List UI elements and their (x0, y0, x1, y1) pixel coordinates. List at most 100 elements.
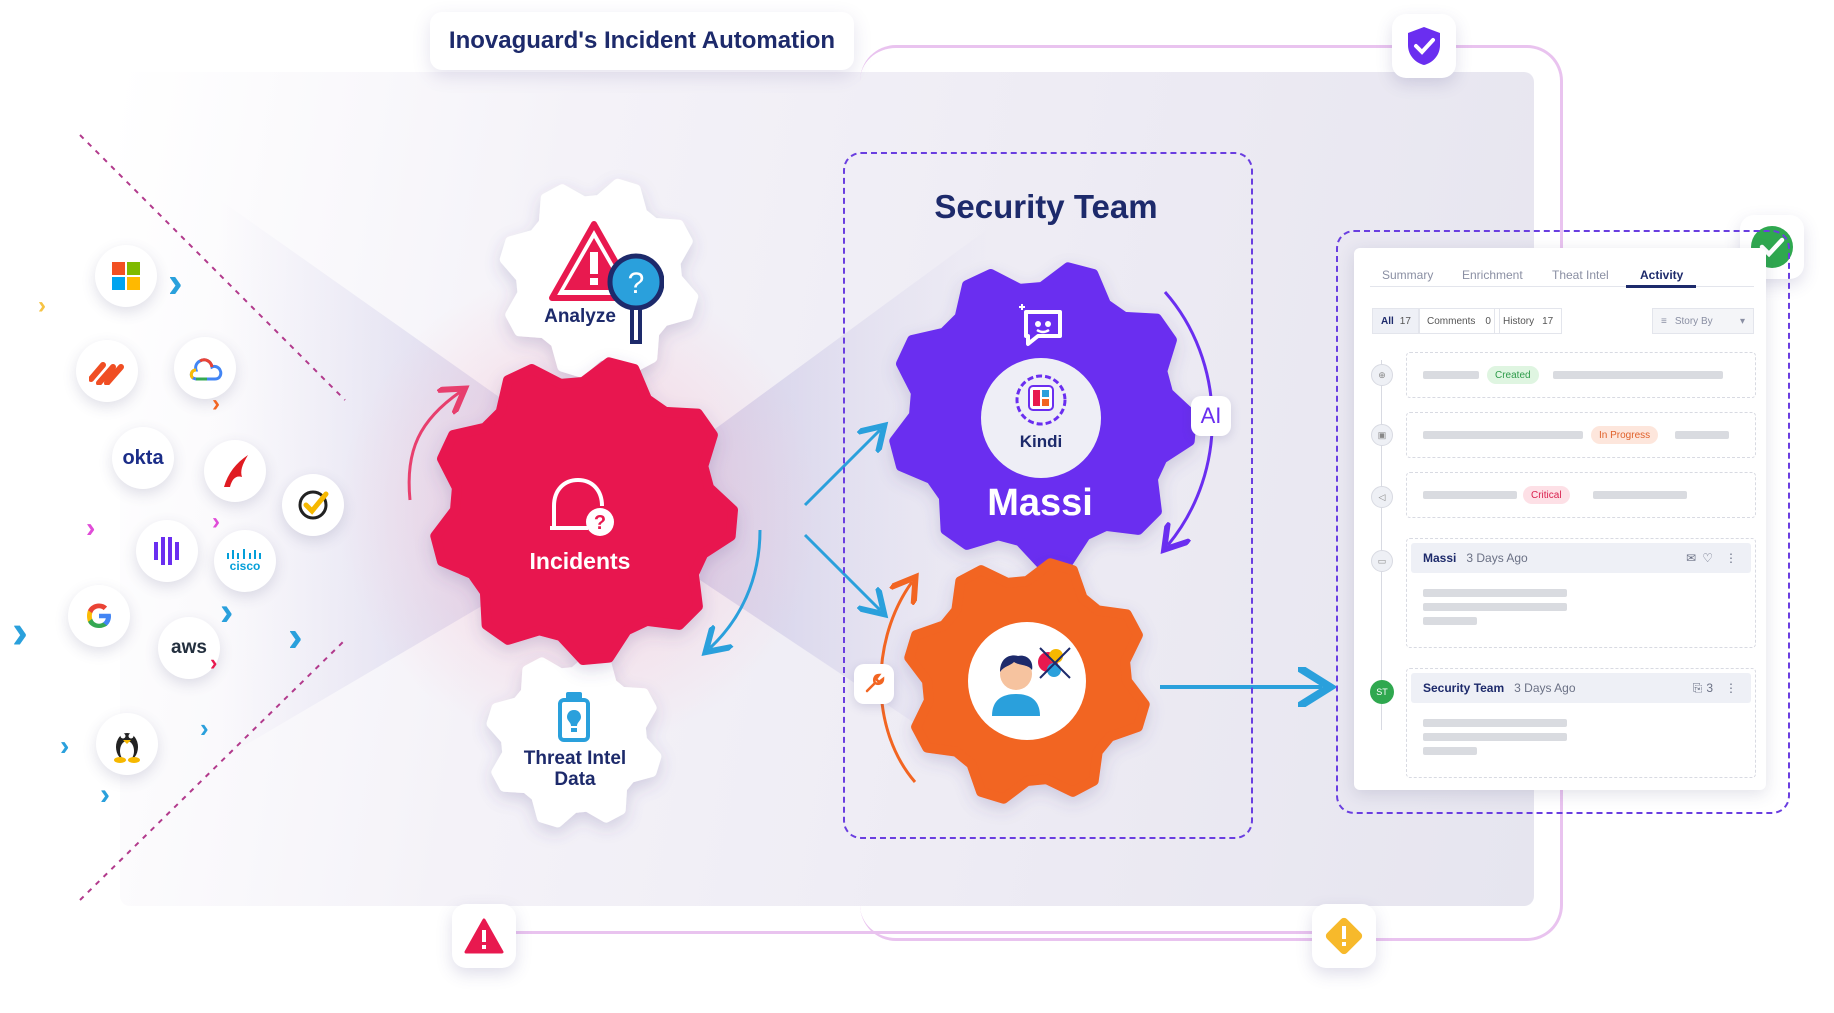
chevron-right-icon: › (210, 650, 218, 675)
analyst-avatar-icon (992, 647, 1071, 716)
threat-intel-icon (554, 690, 594, 749)
sort-label: Story By (1674, 315, 1713, 327)
chevron-right-icon: › (12, 606, 28, 659)
threat-intel-label-line1: Threat Intel (523, 748, 627, 769)
filter-comments-label: Comments (1427, 315, 1476, 327)
incidents-label: Incidents (529, 548, 631, 574)
filter-all-count: 17 (1399, 315, 1411, 327)
comment-author: Security Team (1423, 681, 1505, 695)
avatar: ST (1370, 680, 1394, 704)
tab-enrichment[interactable]: Enrichment (1462, 268, 1523, 282)
kindi-badge: Kindi (981, 358, 1101, 478)
google-cloud-logo (174, 337, 236, 399)
sort-dropdown[interactable]: ≡Story By▾ (1652, 308, 1754, 334)
comment-header: Security Team 3 Days Ago ⎘ 3 ⋮ (1411, 673, 1751, 703)
placeholder-bar (1423, 491, 1517, 499)
timeline-created-icon: ⊕ (1371, 364, 1393, 386)
chevron-right-icon: › (212, 508, 220, 535)
filter-history-count: 17 (1542, 315, 1554, 327)
timeline-line (1381, 360, 1382, 730)
wrench-icon (854, 664, 894, 704)
microsoft-logo (95, 245, 157, 307)
chevron-right-icon: › (38, 292, 46, 319)
incident-card-frame (1336, 230, 1790, 814)
svg-text:?: ? (594, 512, 606, 534)
kindi-label: Kindi (1019, 432, 1063, 451)
tab-activity[interactable]: Activity (1640, 268, 1684, 282)
chevron-right-icon: › (168, 258, 183, 307)
paloalto-logo (76, 340, 138, 402)
activity-row-critical: Critical (1406, 472, 1756, 518)
placeholder-bar (1423, 733, 1567, 741)
okta-logo: okta (112, 427, 174, 489)
incidents-gear (430, 357, 738, 665)
incident-card: Summary Enrichment Theat Intel Activity … (1354, 248, 1766, 790)
placeholder-bar (1423, 719, 1567, 727)
placeholder-bar (1423, 603, 1567, 611)
active-tab-indicator (1626, 285, 1696, 288)
placeholder-bar (1593, 491, 1687, 499)
status-badge-in-progress: In Progress (1591, 426, 1659, 444)
shield-check-icon (1392, 14, 1456, 78)
google-logo (68, 585, 130, 647)
reply-icon[interactable]: ✉ (1686, 551, 1697, 565)
analyze-label: Analyze (544, 306, 616, 327)
norton-logo (282, 474, 344, 536)
more-menu-icon[interactable]: ⋮ (1725, 681, 1737, 695)
diagram-title: Inovaguard's Incident Automation (430, 12, 854, 70)
linux-logo (96, 713, 158, 775)
chevron-right-icon: › (60, 730, 70, 761)
placeholder-bar (1675, 431, 1729, 439)
placeholder-bar (1423, 747, 1477, 755)
connector-bottom (470, 931, 1350, 934)
ai-badge: AI (1191, 396, 1231, 436)
filter-icon: ≡ (1661, 315, 1667, 327)
filter-all[interactable]: All 17 (1372, 308, 1420, 334)
status-badge-critical: Critical (1523, 486, 1570, 504)
comment-header: Massi 3 Days Ago ✉ ♡ ⋮ (1411, 543, 1751, 573)
comment-time: 3 Days Ago (1466, 551, 1528, 565)
placeholder-bar (1423, 431, 1583, 439)
chevron-right-icon: › (212, 390, 220, 417)
comment-author: Massi (1423, 551, 1457, 565)
placeholder-bar (1423, 617, 1477, 625)
placeholder-bar (1553, 371, 1723, 379)
more-menu-icon[interactable]: ⋮ (1725, 551, 1737, 565)
comment-security-team: Security Team 3 Days Ago ⎘ 3 ⋮ (1406, 668, 1756, 778)
splunk-logo (136, 520, 198, 582)
kindi-logo (1015, 374, 1067, 426)
timeline-update-icon: ▣ (1371, 424, 1393, 446)
alert-triangle-icon (452, 904, 516, 968)
threat-intel-label: Threat Intel Data (500, 748, 650, 790)
timeline-comment-icon: ▭ (1371, 550, 1393, 572)
massi-label: Massi (987, 482, 1093, 524)
activity-row-created: Created (1406, 352, 1756, 398)
placeholder-bar (1423, 371, 1479, 379)
chevron-right-icon: › (288, 612, 303, 661)
cisco-logo: cisco (214, 530, 276, 592)
cisco-label: cisco (229, 559, 261, 573)
warning-magnifier-icon: ? (548, 220, 665, 351)
activity-row-in-progress: In Progress (1406, 412, 1756, 458)
bot-icon (1018, 302, 1068, 353)
tab-summary[interactable]: Summary (1382, 268, 1434, 282)
tab-divider (1370, 286, 1754, 287)
like-icon[interactable]: ♡ (1702, 551, 1713, 565)
comment-time: 3 Days Ago (1514, 681, 1576, 695)
comment-massi: Massi 3 Days Ago ✉ ♡ ⋮ (1406, 538, 1756, 648)
svg-text:?: ? (628, 267, 645, 300)
aws-logo: aws (158, 617, 220, 679)
placeholder-bar (1423, 589, 1567, 597)
filter-comments[interactable]: Comments 0 (1418, 308, 1500, 334)
chevron-right-icon: › (100, 778, 110, 811)
attachment-icon[interactable]: ⎘ (1692, 680, 1703, 695)
incident-bell-icon: ? (548, 472, 618, 543)
chevron-right-icon: › (200, 713, 209, 743)
tab-threat-intel[interactable]: Theat Intel (1552, 268, 1609, 282)
attachment-count: 3 (1706, 681, 1713, 695)
filter-all-label: All (1381, 315, 1394, 327)
filter-comments-count: 0 (1485, 315, 1491, 327)
analyst-badge (968, 622, 1086, 740)
chevron-right-icon: › (86, 512, 96, 543)
